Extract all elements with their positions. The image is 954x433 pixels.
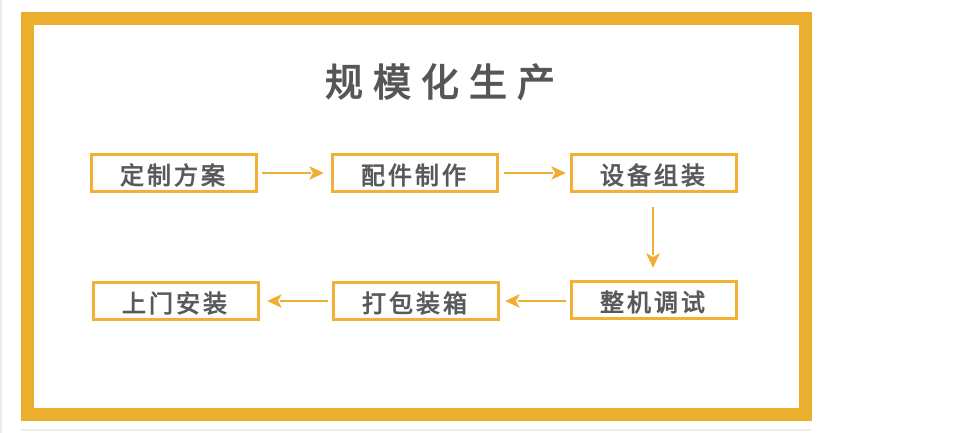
page-edge-bottom — [21, 429, 811, 431]
page-edge-left — [0, 0, 2, 433]
flow-node-label: 整机调试 — [600, 289, 708, 317]
diagram-frame — [21, 12, 812, 421]
flow-node-machine-debugging: 整机调试 — [570, 280, 738, 320]
flow-node-packing: 打包装箱 — [332, 281, 500, 321]
flow-node-custom-plan: 定制方案 — [90, 153, 258, 193]
flow-node-label: 设备组装 — [600, 162, 708, 190]
flow-node-parts-making: 配件制作 — [331, 153, 499, 193]
flow-node-onsite-installation: 上门安装 — [92, 281, 260, 321]
flow-node-label: 定制方案 — [120, 162, 228, 190]
flow-node-label: 打包装箱 — [362, 290, 470, 318]
flow-node-label: 上门安装 — [122, 290, 230, 318]
diagram-title: 规模化生产 — [324, 63, 565, 105]
flow-node-label: 配件制作 — [361, 162, 469, 190]
flow-node-equipment-assembly: 设备组装 — [570, 153, 738, 193]
